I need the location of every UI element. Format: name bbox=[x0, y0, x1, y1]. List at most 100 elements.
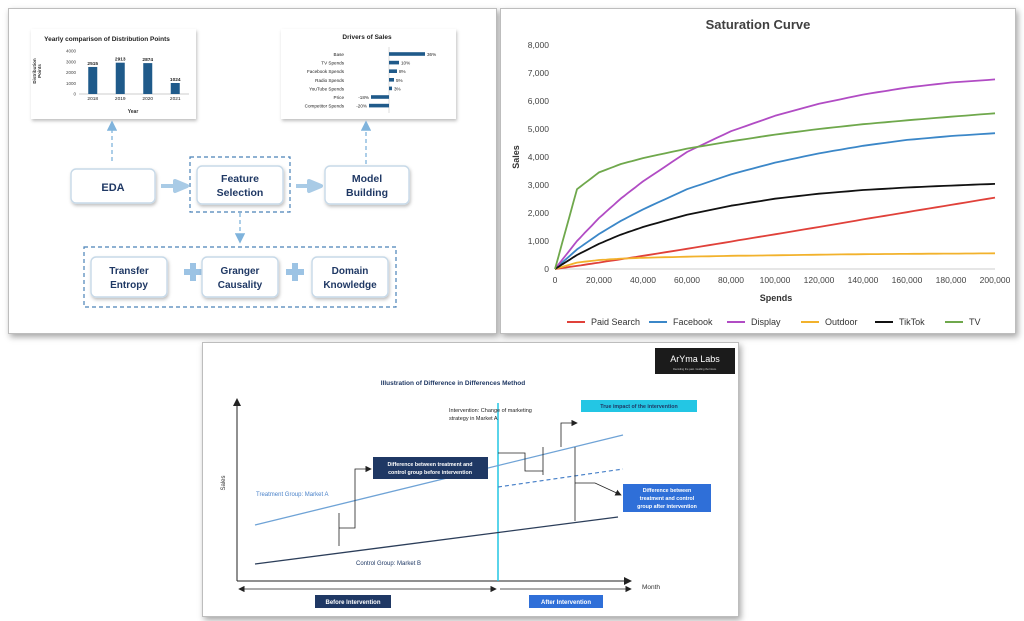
after-diff-text-1: Difference between bbox=[643, 488, 692, 494]
before-intervention-label: Before Intervention bbox=[315, 595, 391, 608]
saturation-ylabel: Sales bbox=[511, 145, 521, 169]
legend-label: Facebook bbox=[673, 317, 713, 327]
arrow-eda-to-feature bbox=[161, 179, 189, 193]
distribution-chart-frame bbox=[31, 29, 196, 119]
saturation-x-tick: 0 bbox=[553, 275, 558, 285]
legend-label: Paid Search bbox=[591, 317, 640, 327]
logo-text: ArYma Labs bbox=[670, 354, 720, 364]
distribution-bar bbox=[115, 62, 125, 94]
eda-step: EDA bbox=[70, 168, 156, 204]
distribution-chart: Yearly comparison of Distribution Points… bbox=[31, 29, 196, 119]
drivers-value-label: 10% bbox=[401, 61, 410, 66]
saturation-y-tick: 7,000 bbox=[528, 68, 550, 78]
distribution-ylabel-1: Distribution bbox=[32, 58, 37, 83]
drivers-category-label: Facebook Spends bbox=[307, 69, 345, 74]
saturation-x-tick: 80,000 bbox=[718, 275, 744, 285]
saturation-x-tick: 140,000 bbox=[848, 275, 879, 285]
drivers-bar bbox=[389, 78, 394, 82]
after-diff-text-2: treatment and control bbox=[640, 496, 695, 502]
saturation-y-tick: 8,000 bbox=[528, 40, 550, 50]
distribution-y-tick: 2000 bbox=[66, 70, 77, 75]
saturation-legend: Paid Search Facebook Display Outdoor TikTok T… bbox=[567, 317, 981, 327]
distribution-value-label: 2874 bbox=[142, 57, 153, 63]
domain-knowledge-box: Domain Knowledge bbox=[311, 256, 389, 298]
drivers-category-label: Price bbox=[334, 95, 345, 100]
before-diff-text-2: control group before intervention bbox=[388, 470, 472, 476]
before-diff-connector bbox=[339, 465, 372, 529]
saturation-x-tick: 180,000 bbox=[936, 275, 967, 285]
legend-label: Outdoor bbox=[825, 317, 858, 327]
legend-label: TikTok bbox=[899, 317, 925, 327]
saturation-y-tick: 0 bbox=[544, 264, 549, 274]
drivers-value-label: 8% bbox=[399, 69, 406, 74]
domain-label-2: Knowledge bbox=[323, 280, 377, 291]
saturation-x-tick: 160,000 bbox=[892, 275, 923, 285]
did-title: Illustration of Difference in Difference… bbox=[381, 380, 525, 387]
distribution-value-label: 2913 bbox=[115, 57, 126, 63]
counterfactual-line bbox=[497, 468, 624, 488]
distribution-ylabel-2: Points bbox=[37, 64, 42, 78]
drivers-bar bbox=[389, 86, 392, 91]
transfer-label-2: Entropy bbox=[110, 280, 148, 291]
intervention-label-1: Intervention: Change of marketing bbox=[449, 408, 532, 414]
saturation-y-tick: 2,000 bbox=[528, 208, 550, 218]
distribution-bar bbox=[143, 63, 153, 94]
drivers-category-label: YouTube Spends bbox=[309, 86, 345, 91]
granger-label-1: Granger bbox=[221, 266, 260, 277]
treatment-label: Treatment Group: Market A bbox=[256, 492, 328, 498]
saturation-title: Saturation Curve bbox=[706, 17, 811, 32]
arrow-feature-to-model bbox=[296, 179, 323, 193]
distribution-value-label: 1024 bbox=[170, 77, 181, 83]
legend-label: Display bbox=[751, 317, 781, 327]
plus-icon bbox=[286, 263, 304, 281]
saturation-x-tick: 120,000 bbox=[804, 275, 835, 285]
saturation-series-line bbox=[554, 252, 996, 270]
svg-text:After Intervention: After Intervention bbox=[541, 600, 591, 606]
saturation-y-tick: 1,000 bbox=[528, 236, 550, 246]
legend-label: TV bbox=[969, 317, 981, 327]
drivers-chart-frame bbox=[281, 29, 456, 119]
workflow-diagram: Yearly comparison of Distribution Points… bbox=[31, 29, 456, 308]
drivers-bar bbox=[389, 69, 397, 73]
granger-label-2: Causality bbox=[218, 280, 263, 291]
distribution-bar bbox=[88, 66, 98, 94]
saturation-y-tick: 5,000 bbox=[528, 124, 550, 134]
model-building-step: Model Building bbox=[324, 165, 410, 205]
saturation-series-line bbox=[554, 183, 996, 270]
arima-logo: ArYma Labs Decoding the past. Guiding th… bbox=[655, 348, 735, 374]
methods-dashed-frame bbox=[83, 246, 397, 308]
true-impact-text: True impact of the intervention bbox=[600, 404, 677, 410]
distribution-xlabel: Year bbox=[128, 109, 139, 115]
distribution-chart-title: Yearly comparison of Distribution Points bbox=[44, 36, 170, 43]
saturation-axes: 01,0002,0003,0004,0005,0006,0007,0008,00… bbox=[528, 40, 1011, 285]
true-impact-bracket-1 bbox=[498, 452, 543, 472]
after-diff-connector bbox=[575, 482, 622, 496]
distribution-y-tick: 4000 bbox=[66, 49, 77, 54]
drivers-category-label: Radio Spends bbox=[315, 78, 345, 83]
svg-text:Before Intervention: Before Intervention bbox=[325, 600, 380, 606]
saturation-y-tick: 6,000 bbox=[528, 96, 550, 106]
distribution-year-label: 2019 bbox=[115, 96, 126, 102]
saturation-x-tick: 200,000 bbox=[980, 275, 1011, 285]
drivers-value-label: 36% bbox=[427, 52, 436, 57]
distribution-y-tick: 1000 bbox=[66, 81, 77, 86]
drivers-bar bbox=[371, 95, 389, 99]
eda-label: EDA bbox=[101, 182, 124, 194]
distribution-year-label: 2020 bbox=[142, 96, 153, 102]
treatment-line bbox=[254, 434, 624, 526]
before-diff-text-1: Difference between treatment and bbox=[387, 462, 472, 468]
true-impact-callout: True impact of the intervention bbox=[581, 400, 697, 412]
drivers-bar bbox=[389, 52, 425, 56]
transfer-entropy-box: Transfer Entropy bbox=[90, 256, 168, 298]
control-label: Control Group: Market B bbox=[356, 561, 421, 567]
domain-label-1: Domain bbox=[332, 266, 369, 277]
saturation-chart: Saturation Curve Sales Spends 01,0002,00… bbox=[511, 17, 1011, 327]
distribution-year-label: 2018 bbox=[87, 96, 98, 102]
drivers-bar bbox=[369, 103, 389, 108]
drivers-chart-title: Drivers of Sales bbox=[342, 34, 392, 41]
